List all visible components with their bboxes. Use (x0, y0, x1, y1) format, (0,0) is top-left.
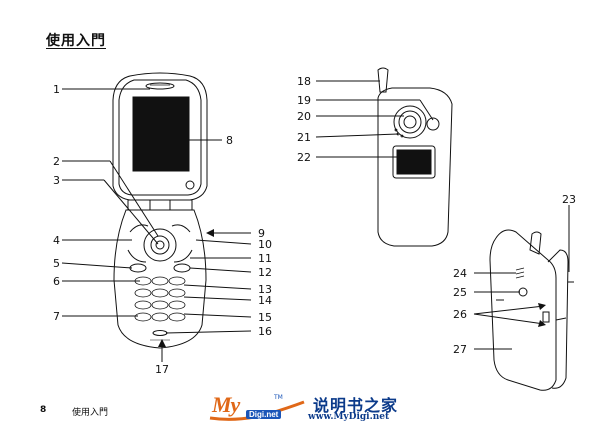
footer-section: 使用入門 (72, 408, 109, 418)
callout-19: 19 (297, 94, 311, 107)
callout-18: 18 (297, 75, 311, 88)
callout-20: 20 (297, 110, 311, 123)
callout-25: 25 (453, 286, 467, 299)
watermark-logo: My TM Digi.net 说明书之家 www.MyDigi.net (208, 392, 408, 426)
callout-9: 9 (258, 227, 265, 240)
open-phone-illustration (112, 72, 208, 349)
callout-16: 16 (258, 325, 272, 338)
callout-14: 14 (258, 294, 272, 307)
callout-5: 5 (53, 257, 60, 270)
callout-27: 27 (453, 343, 467, 356)
callout-15: 15 (258, 311, 272, 324)
callout-7: 7 (53, 310, 60, 323)
callout-1: 1 (53, 83, 60, 96)
callout-13: 13 (258, 283, 272, 296)
logo-url: www.MyDigi.net (308, 412, 390, 422)
callout-26: 26 (453, 308, 467, 321)
callout-10: 10 (258, 238, 272, 251)
page-title: 使用入門 (46, 33, 106, 49)
side-phone-illustration (489, 229, 574, 391)
callout-22: 22 (297, 151, 311, 164)
page-number: 8 (40, 405, 47, 415)
callout-4: 4 (53, 234, 60, 247)
logo-badge: Digi.net (246, 410, 282, 419)
callout-8: 8 (226, 134, 233, 147)
logo-mark: My (212, 392, 240, 417)
callout-17: 17 (155, 363, 169, 376)
logo-trademark: TM (274, 394, 283, 401)
leader-lines (61, 80, 570, 362)
callout-11: 11 (258, 252, 272, 265)
closed-phone-illustration (377, 67, 453, 247)
callout-23: 23 (562, 193, 576, 206)
callout-21: 21 (297, 131, 311, 144)
callout-3: 3 (53, 174, 60, 187)
callout-12: 12 (258, 266, 272, 279)
callout-2: 2 (53, 155, 60, 168)
callout-24: 24 (453, 267, 467, 280)
logo-title: 说明书之家 (313, 396, 399, 415)
callout-6: 6 (53, 275, 60, 288)
